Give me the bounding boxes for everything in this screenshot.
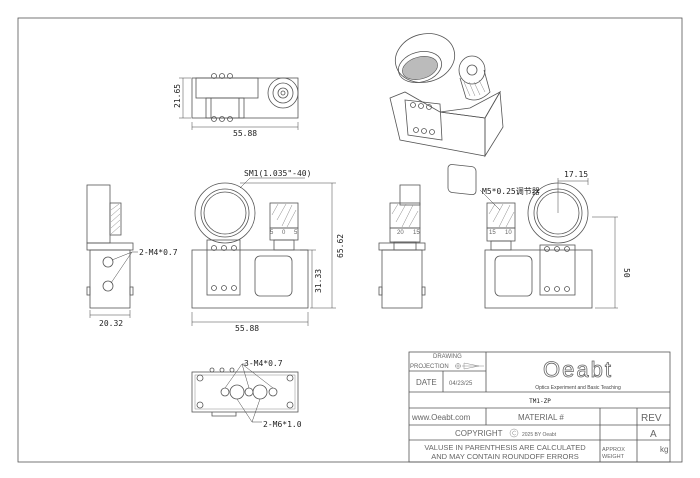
drawing-border xyxy=(17,17,683,463)
left-side-view: 2-M4*0.7 20.32 xyxy=(86,184,178,328)
callout-side-holes: 2-M4*0.7 xyxy=(139,248,178,257)
front-scale-3: 5 xyxy=(294,230,298,236)
projection-symbol-icon xyxy=(455,362,484,370)
dim-top-height: 21.65 xyxy=(173,84,182,108)
dim-front-base-height: 31.33 xyxy=(314,269,323,293)
copyright-icon xyxy=(509,428,519,438)
date-value: 04/23/25 xyxy=(449,381,473,387)
callout-adjuster: M5*0.25调节器 xyxy=(482,187,540,196)
front-scale-1: 5 xyxy=(270,230,274,236)
dim-top-width: 55.88 xyxy=(233,129,257,138)
title-block: DRAWING PROJECTION DATE 04/23/25 Oeabt O… xyxy=(408,351,671,463)
side-scale-2: 15 xyxy=(413,230,420,236)
date-label: DATE xyxy=(416,378,437,387)
drawing-label: DRAWING xyxy=(433,354,462,360)
website-link[interactable]: www.Oeabt.com xyxy=(411,413,471,422)
top-view: 21.65 55.88 xyxy=(173,73,299,138)
material-label: MATERIAL # xyxy=(518,413,564,422)
logo-tagline: Optics Experiment and Basic Teaching xyxy=(535,385,621,391)
weight-label: WEIGHT xyxy=(602,454,625,460)
isometric-view xyxy=(389,33,504,196)
part-number: TM1-ZP xyxy=(529,398,551,405)
projection-label: PROJECTION xyxy=(410,364,449,370)
rev-label: REV xyxy=(641,413,662,424)
note-line-2: AND MAY CONTAIN ROUNDOFF ERRORS xyxy=(431,452,579,461)
dim-front-height: 65.62 xyxy=(336,234,345,258)
note-line-1: VALUSE IN PARENTHESIS ARE CALCULATED xyxy=(424,443,586,452)
dim-back-offset: 17.15 xyxy=(564,170,588,179)
back-scale-2: 10 xyxy=(505,230,512,236)
weight-unit: kg xyxy=(660,445,668,454)
approx-label: APPROX xyxy=(602,447,625,453)
callout-bottom-large-holes: 2-M6*1.0 xyxy=(263,420,302,429)
callout-bottom-small-holes: 3-M4*0.7 xyxy=(244,359,283,368)
dim-back-height: 50 xyxy=(622,268,631,278)
back-view: 15 10 M5*0.25调节器 17.15 50 xyxy=(479,170,631,309)
dim-side-width: 20.32 xyxy=(99,319,123,328)
front-view: 5 0 5 SM1(1.035"-40) 65.62 31.33 55.88 xyxy=(191,169,345,333)
bottom-view: 3-M4*0.7 2-M6*1.0 xyxy=(191,359,302,429)
copyright-year: 2025 BY Oeabt xyxy=(522,432,557,438)
dim-front-width: 55.88 xyxy=(235,324,259,333)
side-scale-1: 20 xyxy=(397,230,404,236)
copyright-label: COPYRIGHT xyxy=(455,429,503,438)
company-logo: Oeabt xyxy=(543,357,613,382)
back-scale-1: 15 xyxy=(489,230,496,236)
right-side-view: 20 15 xyxy=(378,184,426,309)
front-scale-2: 0 xyxy=(282,230,286,236)
rev-value: A xyxy=(650,429,657,440)
callout-sm1-thread: SM1(1.035"-40) xyxy=(244,169,311,178)
